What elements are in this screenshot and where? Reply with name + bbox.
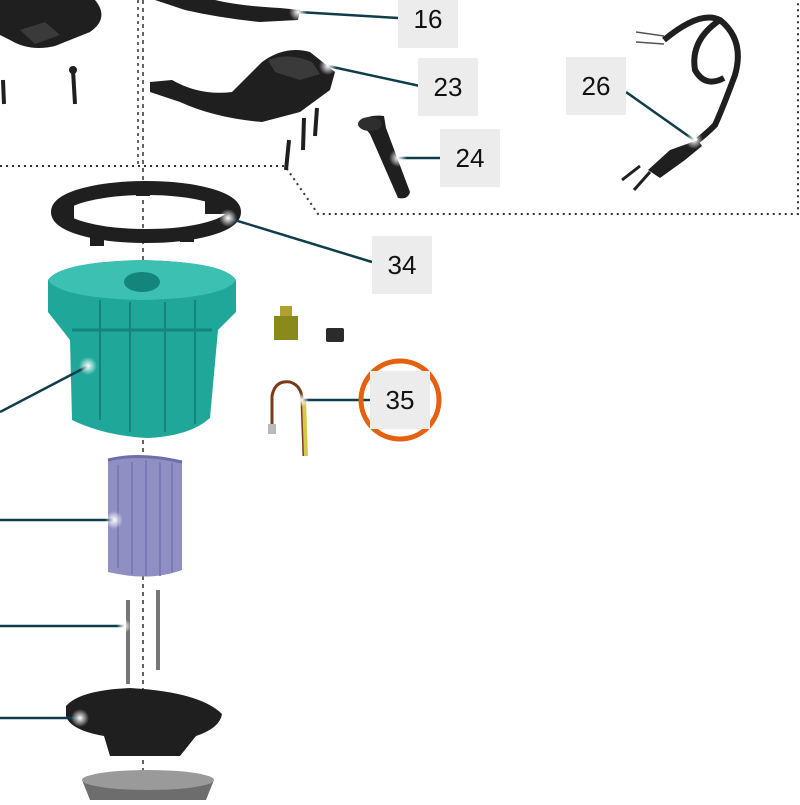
callout-35-text: 35 xyxy=(385,384,415,415)
motor-housing xyxy=(48,260,236,438)
callout-16[interactable]: 16 xyxy=(398,0,458,48)
thermal-fuse-part xyxy=(274,316,298,340)
long-screws xyxy=(126,590,160,684)
leader-housing xyxy=(0,364,89,414)
callout-16-text: 16 xyxy=(413,3,443,34)
leader-26 xyxy=(625,90,695,142)
base-cover xyxy=(66,688,222,756)
callout-23-text: 23 xyxy=(433,71,463,102)
part-34-ring xyxy=(51,181,241,246)
part-24 xyxy=(358,115,410,199)
leader-dots xyxy=(71,3,703,727)
small-components xyxy=(268,306,344,457)
leader-34 xyxy=(227,216,373,264)
callout-34-text: 34 xyxy=(387,249,417,280)
leader-lines xyxy=(0,10,695,720)
bottom-bowl xyxy=(82,770,214,800)
part-23 xyxy=(150,49,335,171)
callout-26-text: 26 xyxy=(581,70,611,101)
part-16 xyxy=(155,0,300,22)
clip-part xyxy=(326,328,344,342)
part-26-power-cord xyxy=(621,14,741,191)
callout-24-text: 24 xyxy=(455,142,485,173)
callout-23[interactable]: 23 xyxy=(418,58,478,116)
upper-section-border xyxy=(0,0,799,215)
wire-part-35 xyxy=(270,380,306,457)
highlight-circle-35 xyxy=(358,358,442,442)
leader-23 xyxy=(327,64,421,88)
callout-24[interactable]: 24 xyxy=(440,129,500,187)
callout-35[interactable]: 35 xyxy=(370,371,430,429)
leader-16 xyxy=(297,10,399,20)
callout-34[interactable]: 34 xyxy=(372,236,432,294)
callout-26[interactable]: 26 xyxy=(566,57,626,115)
top-left-part xyxy=(0,0,102,105)
